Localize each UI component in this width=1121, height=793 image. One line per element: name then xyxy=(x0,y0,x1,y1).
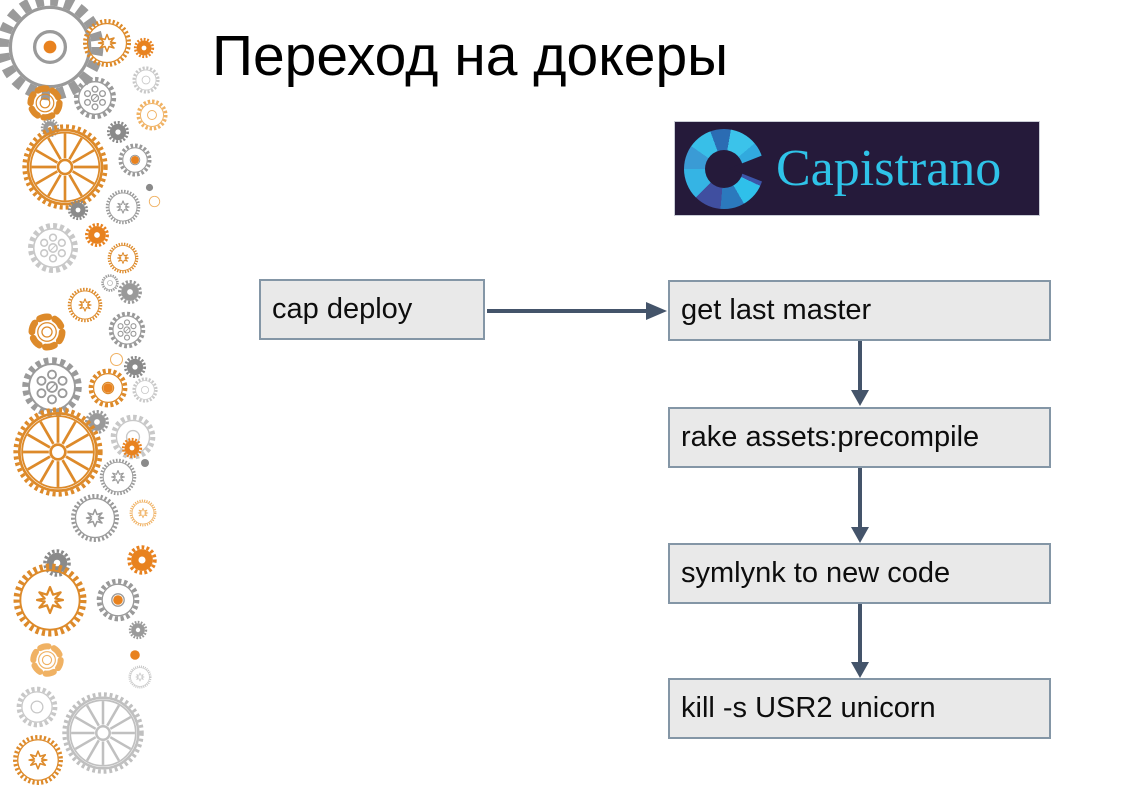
capistrano-logo: Capistrano xyxy=(674,121,1040,216)
arrow-right xyxy=(487,302,667,320)
gear-icon xyxy=(43,40,57,54)
gear-icon xyxy=(107,242,139,274)
flow-box-symlynk: symlynk to new code xyxy=(668,543,1051,604)
gear-icon xyxy=(17,567,84,634)
gear-icon xyxy=(67,199,89,221)
capistrano-logo-text: Capistrano xyxy=(776,140,1002,197)
gear-icon xyxy=(123,355,147,379)
gear-icon xyxy=(113,595,123,605)
page-title: Переход на докеры xyxy=(212,24,729,88)
gear-icon xyxy=(132,66,160,94)
gear-icon xyxy=(99,458,137,496)
gear-icon xyxy=(130,650,140,660)
gear-icon xyxy=(106,120,130,144)
gear-icon xyxy=(145,183,154,192)
gear-icon xyxy=(133,37,155,59)
gear-icon xyxy=(67,287,103,323)
gear-icon xyxy=(64,694,141,771)
gear-icon xyxy=(83,19,131,67)
gear-icon xyxy=(19,689,55,725)
gear-icon xyxy=(136,99,168,131)
gears-decoration xyxy=(0,0,168,793)
flow-box-kill-unicorn: kill -s USR2 unicorn xyxy=(668,678,1051,739)
gear-icon xyxy=(141,459,149,467)
arrow-down xyxy=(851,341,869,406)
arrow-down xyxy=(851,604,869,678)
gear-icon xyxy=(71,494,119,542)
gear-icon xyxy=(127,545,157,575)
arrow-down xyxy=(851,468,869,543)
gear-icon xyxy=(105,189,141,225)
gear-icon xyxy=(128,665,152,689)
flow-box-rake-assets: rake assets:precompile xyxy=(668,407,1051,468)
gear-icon xyxy=(128,620,148,640)
gear-icon xyxy=(31,226,76,271)
capistrano-c-icon xyxy=(684,128,767,209)
gear-icon xyxy=(121,437,143,459)
gear-icon xyxy=(148,195,161,208)
gear-icon xyxy=(129,499,157,527)
gear-icon xyxy=(118,280,142,304)
gear-icon xyxy=(131,156,139,164)
gear-icon xyxy=(108,311,146,349)
gear-icon xyxy=(25,127,106,208)
gear-icon xyxy=(85,223,109,247)
gear-icon xyxy=(16,410,101,495)
gear-icon xyxy=(76,79,114,117)
gear-icon xyxy=(103,383,113,393)
gear-icon xyxy=(132,377,158,403)
gear-icon xyxy=(32,317,62,347)
gear-icon xyxy=(33,646,60,673)
gear-icon xyxy=(109,352,124,367)
gear-icon xyxy=(101,274,119,292)
flow-box-cap-deploy: cap deploy xyxy=(259,279,485,340)
gear-icon xyxy=(25,360,78,413)
flow-box-get-last-master: get last master xyxy=(668,280,1051,341)
gear-icon xyxy=(15,737,61,783)
